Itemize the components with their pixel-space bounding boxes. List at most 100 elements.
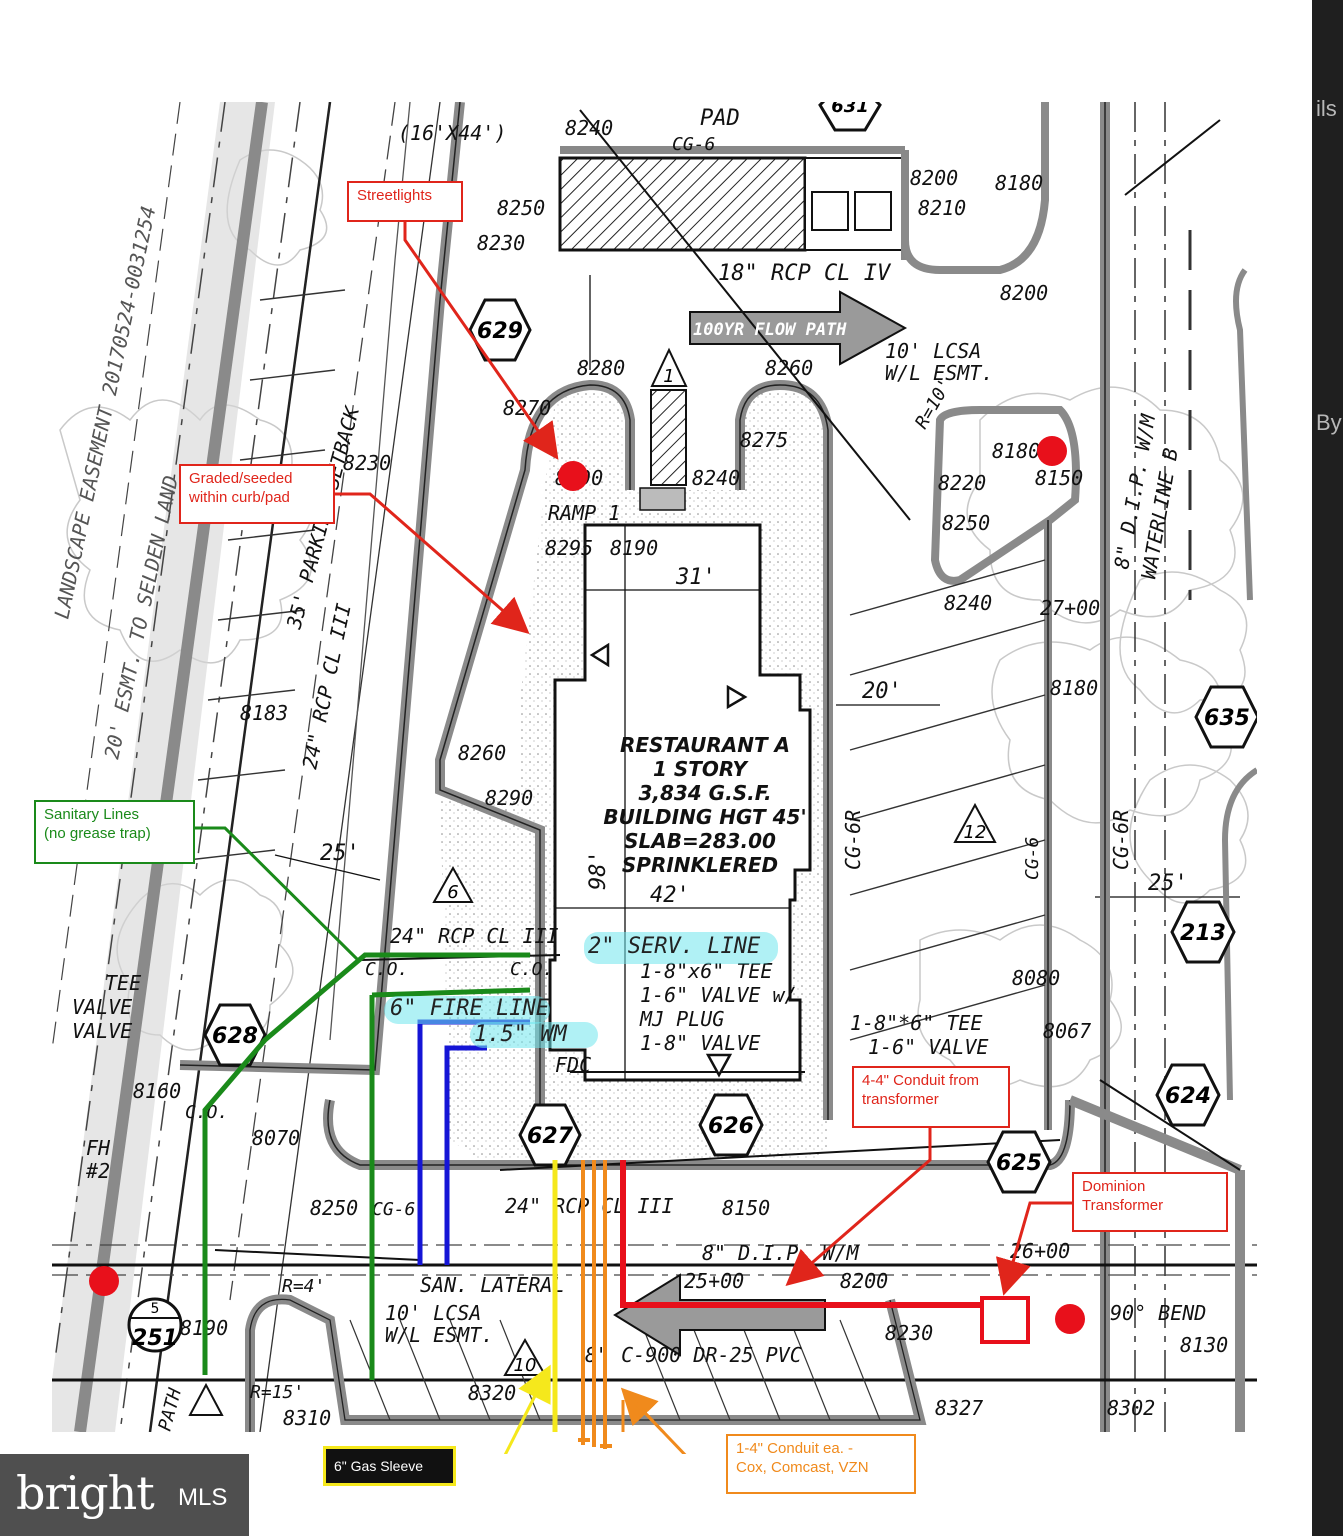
brightmls-watermark: bright MLS	[0, 1454, 249, 1536]
svg-text:12: 12	[964, 822, 987, 843]
svg-text:251: 251	[132, 1326, 178, 1351]
label-co-2: C.O.	[510, 959, 553, 980]
elev-20: 8260	[458, 741, 506, 765]
elev-28: 8070	[252, 1126, 300, 1150]
sanitary-callout-line-2: (no grease trap)	[44, 825, 151, 842]
streetlights	[89, 436, 1085, 1334]
label-tee-left-3: VALVE	[72, 1019, 132, 1043]
label-dim-25b: 25'	[1148, 871, 1188, 896]
hex-213: 213	[1170, 900, 1236, 964]
label-cg6-mid: CG-6	[1022, 837, 1043, 880]
elev-8: 8260	[765, 356, 813, 380]
elev-22: 8183	[240, 701, 288, 725]
entrance-arrow-left	[589, 642, 610, 668]
building-line-4: BUILDING HGT 45'	[603, 805, 806, 829]
streetlight-3	[89, 1266, 119, 1296]
building-line-3: 3,834 G.S.F.	[638, 781, 771, 805]
streetlight-2	[1037, 436, 1067, 466]
building-line-1: RESTAURANT A	[620, 733, 790, 757]
sanitary-callout-line-1: Sanitary Lines	[44, 806, 140, 823]
telecom-conduit-ends	[578, 1432, 612, 1449]
label-path: PATH	[155, 1386, 187, 1433]
label-lcsa-b1: 10' LCSA	[385, 1301, 481, 1325]
serv-line-label: 2" SERV. LINE	[588, 934, 761, 959]
building-line-5: SLAB=283.00	[624, 829, 776, 853]
building-line-2: 1 STORY	[653, 757, 749, 781]
streetlights-callout-text: Streetlights	[357, 187, 433, 204]
label-station-25: 25+00	[684, 1269, 744, 1293]
hex-markers: 629 628 627 626 625 624 635 213 631	[203, 102, 1257, 1194]
right-parking-stalls	[849, 559, 1046, 1041]
graded-callout-line-1: Graded/seeded	[189, 470, 293, 487]
telecom-leader	[623, 1390, 687, 1454]
label-tee-left-2: VALVE	[72, 995, 132, 1019]
elev-29: 8250	[310, 1196, 358, 1220]
flow-path-arrow-top	[689, 290, 908, 366]
conduit-transformer-line-2: transformer	[862, 1091, 939, 1108]
label-rcp24-bottom: 24" RCP CL III	[505, 1194, 674, 1218]
label-dim-98: 98'	[586, 850, 611, 890]
elev-16: 8150	[1035, 466, 1083, 490]
path-triangle	[188, 1382, 224, 1416]
elev-12: 8275	[740, 428, 788, 452]
label-tee-4: 1-8" VALVE	[640, 1031, 760, 1055]
streetlight-4	[1055, 1304, 1085, 1334]
spot-elevations: 8240 8250 8230 8200 8210 8180 8280 8260 …	[133, 116, 1228, 1430]
elev-5: 8210	[918, 196, 966, 220]
dominion-callout: Dominion Transformer	[1072, 1172, 1228, 1232]
elev-18: 8250	[942, 511, 990, 535]
label-loading: (16'X44')	[398, 121, 506, 145]
label-tee-2: 1-6" VALVE w/	[640, 983, 797, 1007]
serv-line-highlight	[584, 932, 778, 964]
elev-4: 8200	[910, 166, 958, 190]
elev-39: 8160	[133, 1079, 181, 1103]
dimension-lines	[274, 275, 1240, 1080]
elev-3: 8230	[477, 231, 525, 255]
conduit-transformer-line-1: 4-4" Conduit from	[862, 1072, 980, 1089]
svg-text:626: 626	[708, 1114, 754, 1139]
sanitary-lines	[202, 952, 531, 1380]
dominion-transformer-pad	[980, 1296, 1030, 1344]
label-fdc: FDC	[555, 1053, 591, 1077]
label-ramp: RAMP 1	[548, 501, 620, 525]
elev-1: 8240	[565, 116, 613, 140]
label-rcp24-left: 24" RCP CL III	[297, 601, 356, 771]
svg-text:635: 635	[1204, 706, 1250, 731]
svg-text:625: 625	[996, 1151, 1042, 1176]
hex-635: 635	[1194, 685, 1257, 749]
hex-631: 631	[818, 102, 882, 132]
elev-13: 8295	[545, 536, 593, 560]
label-cg6-bottom: CG-6	[372, 1199, 415, 1220]
dominion-callout-line-1: Dominion	[1082, 1178, 1146, 1195]
fire-line-highlight	[384, 996, 550, 1024]
elev-27: 8067	[1043, 1019, 1091, 1043]
svg-text:627: 627	[527, 1124, 574, 1149]
elev-37: 8320	[468, 1381, 516, 1405]
label-san-lateral: SAN. LATERAL	[420, 1273, 565, 1297]
left-easement-strip	[52, 102, 465, 1432]
gas-sleeve-callout-text: 6" Gas Sleeve	[334, 1458, 424, 1474]
building-label: RESTAURANT A 1 STORY 3,834 G.S.F. BUILDI…	[603, 733, 806, 877]
svg-text:629: 629	[477, 319, 523, 344]
hex-627: 627	[518, 1103, 582, 1167]
svg-text:213: 213	[1180, 921, 1226, 946]
elev-33: 8130	[1180, 1333, 1228, 1357]
site-plan-drawing: 629 628 627 626 625 624 635 213 631 6 12…	[52, 102, 1257, 1454]
graded-callout-line-2: within curb/pad	[189, 489, 290, 506]
curb-island-top	[901, 102, 1049, 274]
label-tee-b1: 1-8"*6" TEE	[850, 1011, 982, 1035]
svg-text:10: 10	[514, 1355, 537, 1376]
elev-31: 8200	[840, 1269, 888, 1293]
svg-text:628: 628	[212, 1024, 258, 1049]
sanitary-callout: Sanitary Lines (no grease trap)	[34, 800, 195, 864]
label-rcp18: 18" RCP CL IV	[718, 261, 892, 286]
elev-26: 8080	[1012, 966, 1060, 990]
gas-leader	[503, 1369, 550, 1454]
label-tee-b2: 1-6" VALVE	[868, 1035, 988, 1059]
label-fh-2: #2	[85, 1159, 110, 1183]
elev-11: 8240	[692, 466, 740, 490]
label-station-27: 27+00	[1040, 596, 1100, 620]
telecom-callout-line-1: 1-4" Conduit ea. -	[736, 1440, 854, 1457]
building-line-6: SPRINKLERED	[622, 853, 778, 877]
svg-text:5: 5	[151, 1301, 160, 1317]
